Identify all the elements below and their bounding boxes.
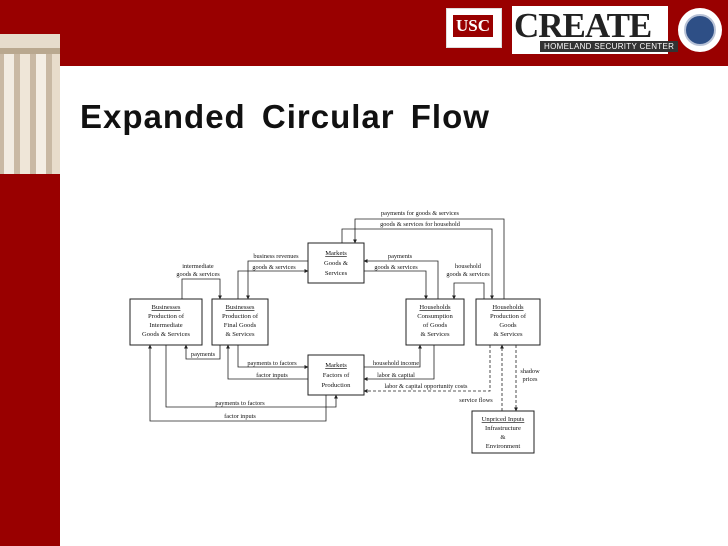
biz-final-line2: Final Goods [224, 322, 257, 329]
create-logo-text: CREATE [514, 6, 652, 45]
label-goods-services-left: goods & services [252, 264, 296, 271]
arrow-payments-small [184, 344, 221, 360]
pillars-icon [0, 34, 60, 174]
label-labor-capital: labor & capital [377, 372, 415, 379]
biz-inter-line3: Goods & Services [142, 331, 190, 338]
unpriced-inputs-box [471, 410, 535, 454]
label-payments-to-factors-lower: payments to factors [215, 400, 265, 407]
label-household-income: household income [373, 360, 419, 367]
markets-goods-line1: Goods & [324, 260, 349, 267]
arrow-payments-factors-lower [165, 345, 338, 408]
arrow-goods-household [341, 228, 494, 300]
usc-logo: USC [446, 8, 502, 48]
hh-production-line3: & Services [493, 331, 523, 338]
arrow-payments-right [363, 259, 439, 299]
label-intermediate-1: intermediate [182, 263, 214, 270]
businesses-final-box [211, 298, 269, 346]
arrow-factor-inputs-lower [148, 344, 327, 422]
hh-production-title: Households [492, 304, 524, 311]
arrow-goods-services-right [364, 270, 428, 300]
unpriced-line1: Infrastructure [485, 425, 521, 432]
label-goods-services-household: goods & services for household [380, 221, 461, 228]
hh-consumption-line1: Consumption [417, 313, 453, 320]
arrow-payments-goods [353, 218, 505, 299]
markets-factors-title: Markets [325, 362, 347, 369]
label-factor-inputs-upper: factor inputs [256, 372, 288, 379]
label-factor-inputs-lower: factor inputs [224, 413, 256, 420]
households-consumption-box [405, 298, 465, 346]
arrow-intermediate [181, 278, 222, 300]
biz-inter-line2: Intermediate [149, 322, 182, 329]
label-payments-goods-services: payments for goods & services [381, 210, 460, 217]
arrow-labor-capital [363, 345, 435, 381]
hh-production-line1: Production of [490, 313, 527, 320]
arrow-labor-capital-opportunity [363, 345, 491, 393]
label-shadow-1: shadow [520, 368, 540, 375]
biz-final-line1: Production of [222, 313, 259, 320]
label-service-flows: service flows [459, 397, 493, 404]
biz-final-title: Businesses [226, 304, 255, 311]
arrow-factor-inputs-upper [226, 344, 308, 380]
label-payments-right: payments [388, 253, 413, 260]
label-household-2: goods & services [446, 271, 490, 278]
usc-logo-text: USC [453, 15, 494, 37]
label-intermediate-2: goods & services [176, 271, 220, 278]
circular-flow-diagram: Markets Goods & Services Markets Factors… [129, 210, 541, 454]
label-labor-capital-opportunity: labor & capital opportunity costs [385, 383, 468, 390]
label-household-1: household [455, 263, 482, 270]
hh-consumption-line3: & Services [420, 331, 450, 338]
biz-final-line3: & Services [225, 331, 255, 338]
dhs-seal-icon [678, 8, 722, 52]
label-payments-small: payments [191, 351, 216, 358]
slide-title: Expanded Circular Flow [80, 98, 490, 135]
markets-factors-line1: Factors of [323, 372, 350, 379]
label-shadow-2: prices [522, 376, 538, 383]
arrow-goods-services-left [237, 269, 309, 299]
arrow-payments-factors-upper [237, 345, 309, 369]
unpriced-line2: & [500, 434, 506, 441]
biz-inter-line1: Production of [148, 313, 185, 320]
arrow-household-income [364, 344, 422, 368]
households-production-box [475, 298, 541, 346]
label-business-revenues: business revenues [253, 253, 299, 260]
markets-goods-box [307, 242, 365, 284]
arrow-household-goods [452, 282, 485, 300]
create-logo: CREATE HOMELAND SECURITY CENTER [512, 6, 679, 54]
hh-production-line2: Goods [499, 322, 517, 329]
markets-goods-line2: Services [325, 270, 348, 277]
unpriced-title: Unpriced Inputs [482, 416, 525, 423]
markets-goods-title: Markets [325, 250, 347, 257]
label-payments-to-factors-upper: payments to factors [247, 360, 297, 367]
biz-inter-title: Businesses [152, 304, 181, 311]
unpriced-line3: Environment [486, 443, 521, 450]
label-goods-services-right: goods & services [374, 264, 418, 271]
hh-consumption-line2: of Goods [423, 322, 448, 329]
create-logo-subtitle: HOMELAND SECURITY CENTER [540, 41, 679, 52]
arrow-business-revenues [246, 260, 308, 300]
markets-factors-line2: Production [322, 382, 352, 389]
hh-consumption-title: Households [419, 304, 451, 311]
